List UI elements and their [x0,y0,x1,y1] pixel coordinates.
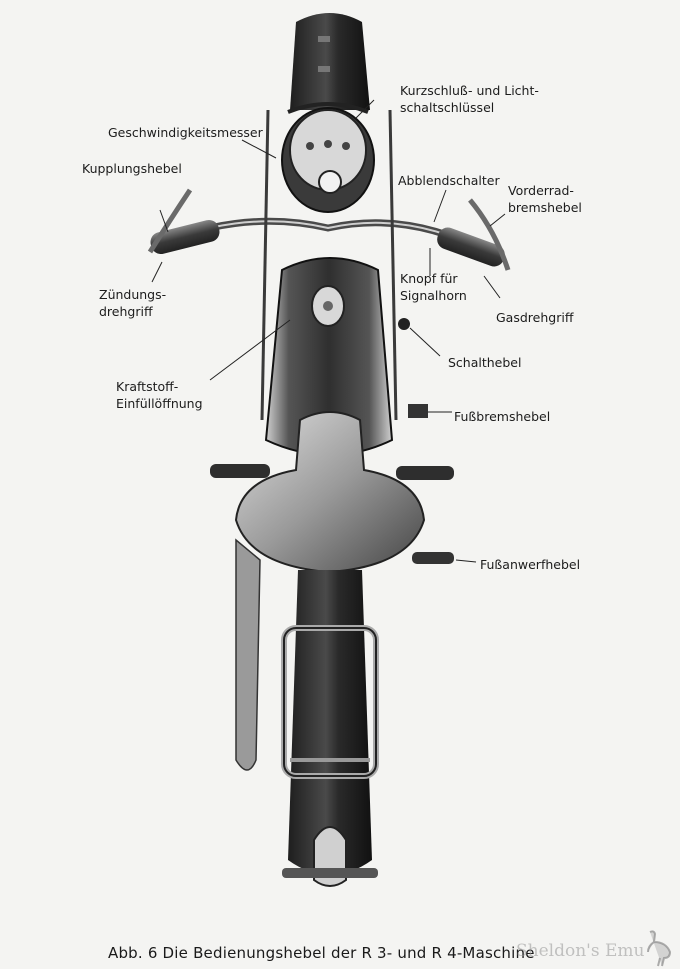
label-abblendschalter: Abblendschalter [398,173,500,188]
speedometer-dial [318,170,342,194]
label-vorderrad-line1: Vorderrad- [508,183,574,198]
kickstart-lever [412,552,454,564]
saddle [234,411,426,574]
label-fussanwerfhebel: Fußanwerfhebel [480,557,581,572]
label-kraftstoff-line1: Kraftstoff- [116,379,179,394]
label-zuendung-line2: drehgriff [99,304,153,319]
front-fender [290,13,370,110]
label-fussbremshebel: Fußbremshebel [454,409,551,424]
label-kurzschluss-line2: schaltschlüssel [400,100,495,115]
rear-fender [288,570,372,875]
leader-lines [151,99,506,563]
emu-icon [647,930,672,967]
label-vorderradbremshebel: Vorderrad- bremshebel [508,182,582,216]
label-kraftstoff: Kraftstoff- Einfüllöffnung [116,378,203,412]
right-grip [437,227,505,267]
label-vorderrad-line2: bremshebel [508,200,582,215]
label-geschwindigkeitsmesser: Geschwindigkeitsmesser [108,125,263,140]
label-knopf-line2: Signalhorn [400,288,467,303]
watermark-text: Sheldon's Emu [516,941,645,961]
label-kupplungshebel: Kupplungshebel [82,161,182,176]
fuel-tank [264,257,394,456]
front-brake-lever [468,198,511,271]
clutch-lever [147,188,193,254]
label-knopf-line1: Knopf für [400,271,458,286]
label-knopf-signalhorn: Knopf für Signalhorn [400,270,467,304]
label-kraftstoff-line2: Einfüllöffnung [116,396,203,411]
left-grip [150,219,220,255]
label-zuendungsdrehgriff: Zündungs- drehgriff [99,286,166,320]
figure-caption: Abb. 6 Die Bedienungshebel der R 3- und … [108,944,535,962]
label-gasdrehgriff: Gasdrehgriff [496,310,574,325]
foot-brake-lever [408,404,428,418]
label-schalthebel: Schalthebel [448,355,522,370]
left-footrest [210,464,270,478]
label-kurzschluss: Kurzschluß- und Licht- schaltschlüssel [400,82,539,116]
label-kurzschluss-line1: Kurzschluß- und Licht- [400,83,539,98]
label-zuendung-line1: Zündungs- [99,287,167,302]
right-footrest [396,466,454,480]
gear-lever-knob [398,318,410,330]
